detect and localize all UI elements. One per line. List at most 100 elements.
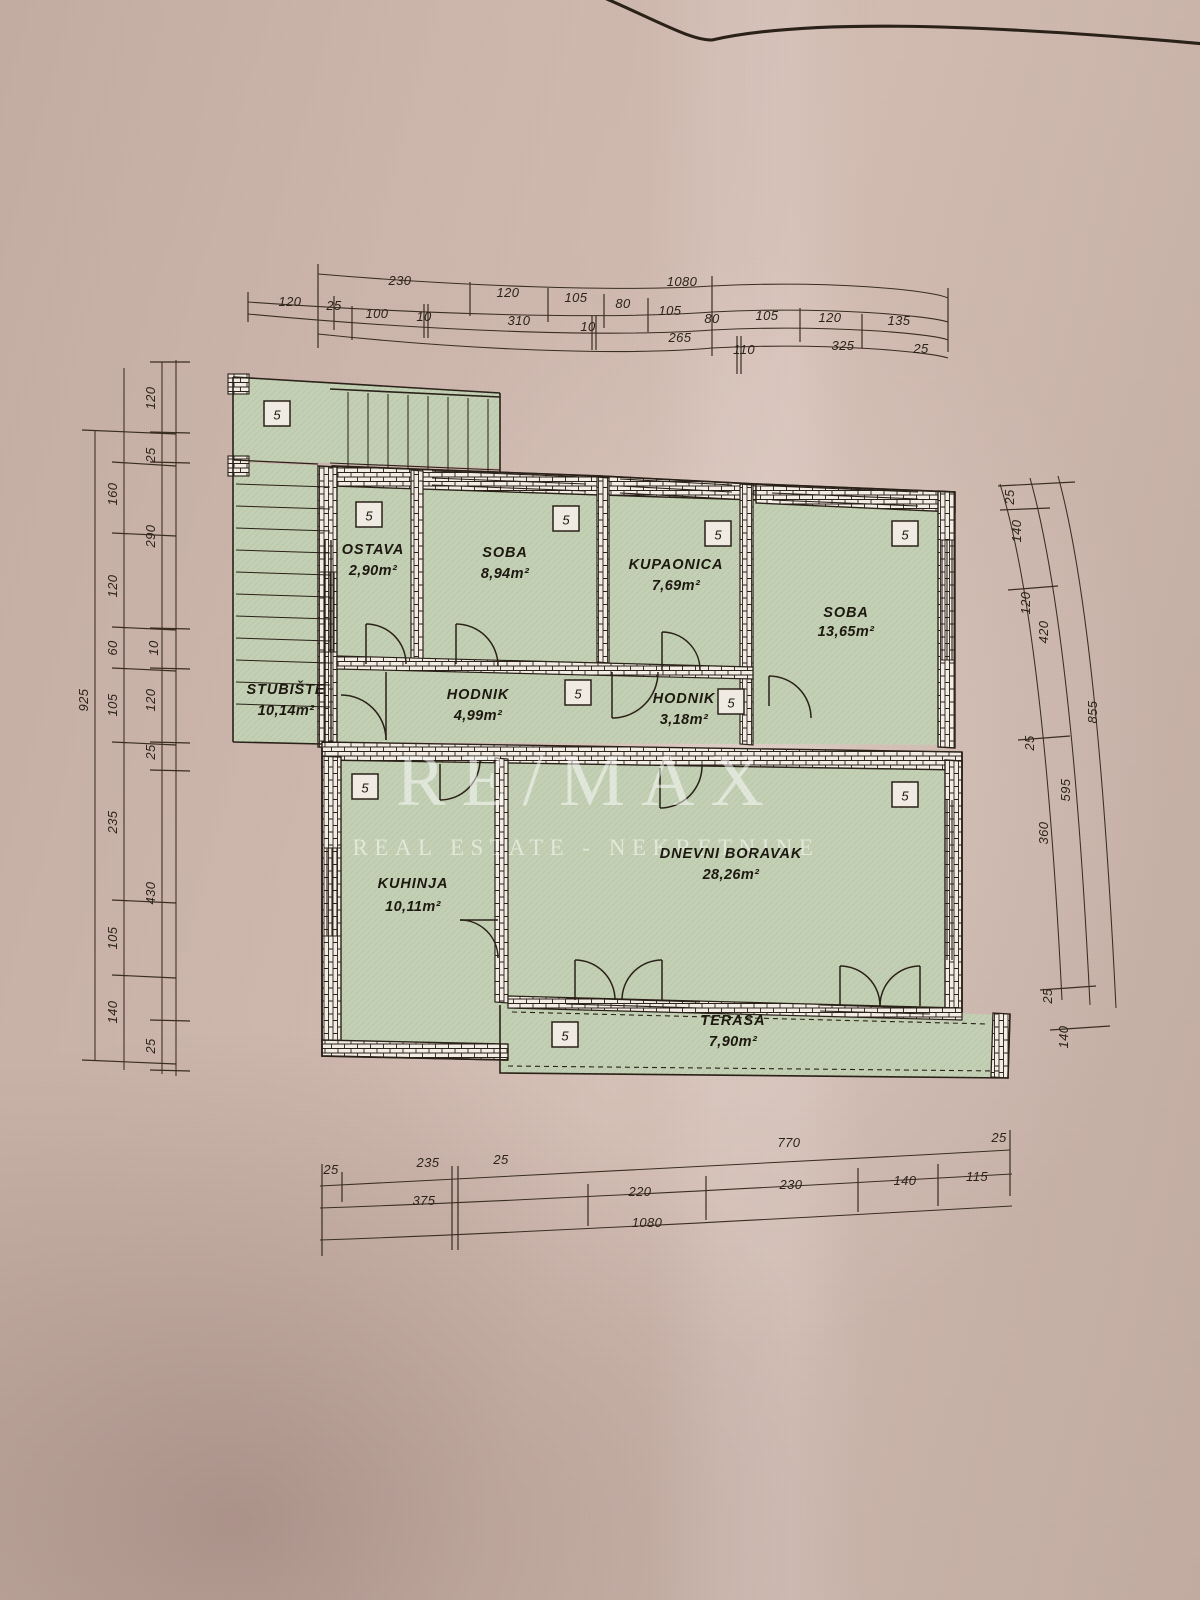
marker-label: 5 — [901, 528, 909, 543]
dimension-value: 80 — [704, 311, 720, 326]
room-area: 7,69m² — [652, 578, 701, 594]
dimension-value: 230 — [388, 273, 412, 288]
dimension-value: 310 — [508, 313, 531, 328]
marker-tag: 5 — [551, 1021, 579, 1048]
dimension-value: 110 — [733, 342, 755, 357]
marker-tag: 5 — [263, 400, 291, 427]
marker-label: 5 — [727, 696, 735, 711]
room-area: 4,99m² — [453, 708, 503, 724]
dimension-value: 105 — [756, 308, 779, 323]
marker-label: 5 — [561, 1029, 569, 1044]
dimension-value: 25 — [492, 1152, 509, 1167]
dimension-value: 230 — [779, 1177, 803, 1192]
room-name: OSTAVA — [342, 542, 405, 558]
room-label-hodnik-1: HODNIK 4,99m² — [447, 687, 510, 724]
dimension-lines-right — [997, 475, 1117, 1031]
dimension-value: 135 — [888, 313, 911, 328]
dimension-lines-left — [81, 360, 191, 1076]
dimension-value: 1080 — [667, 274, 698, 289]
watermark-brand: RE/MAX — [396, 740, 780, 822]
marker-box — [717, 688, 745, 715]
dimension-value: 25 — [1022, 735, 1037, 752]
room-label-terasa: TERASA 7,90m² — [700, 1013, 765, 1050]
room-area: 10,14m² — [258, 703, 316, 719]
dimension-value: 1080 — [632, 1215, 663, 1230]
dimension-value: 770 — [778, 1135, 801, 1150]
dimension-value: 595 — [1058, 778, 1073, 801]
marker-tag: 5 — [552, 505, 580, 532]
dimension-value: 25 — [325, 298, 342, 313]
room-name: SOBA — [823, 605, 869, 621]
marker-tag: 5 — [717, 688, 745, 715]
marker-box — [704, 520, 732, 547]
dimension-value: 160 — [105, 482, 120, 505]
dimension-value: 140 — [1056, 1025, 1071, 1048]
marker-box — [263, 400, 291, 427]
room-area: 8,94m² — [481, 566, 530, 582]
dimension-value: 25 — [1040, 988, 1055, 1005]
dimension-value: 25 — [143, 447, 158, 464]
room-area: 2,90m² — [348, 563, 398, 579]
room-labels: STUBIŠTE 10,14m² OSTAVA 2,90m² SOBA 8,94m² KUP… — [247, 542, 876, 1050]
marker-tag: 5 — [891, 781, 919, 808]
dimension-value: 25 — [143, 1038, 158, 1055]
room-label-hodnik-2: HODNIK 3,18m² — [653, 691, 716, 728]
dimension-value: 105 — [565, 290, 588, 305]
dimension-value: 120 — [105, 574, 120, 597]
room-area: 10,11m² — [385, 899, 442, 915]
dimension-value: 25 — [143, 744, 158, 761]
dimension-value: 10 — [146, 640, 161, 656]
marker-box — [551, 1021, 579, 1048]
marker-tag: 5 — [891, 520, 919, 547]
room-label-soba-1: SOBA 8,94m² — [481, 545, 530, 582]
dimension-value: 115 — [966, 1169, 988, 1184]
room-label-stubiste: STUBIŠTE 10,14m² — [247, 680, 326, 719]
marker-label: 5 — [901, 789, 909, 804]
dimension-value: 10 — [580, 319, 596, 334]
room-area: 3,18m² — [660, 712, 709, 728]
dimension-value: 25 — [990, 1130, 1007, 1145]
room-name: KUHINJA — [378, 876, 449, 892]
room-name: HODNIK — [653, 691, 716, 707]
dimension-value: 325 — [832, 338, 855, 353]
dimension-value: 140 — [894, 1173, 917, 1188]
dimension-value: 120 — [279, 294, 302, 309]
room-name: TERASA — [700, 1013, 765, 1029]
dimension-value: 360 — [1036, 821, 1051, 844]
marker-label: 5 — [714, 528, 722, 543]
room-name: STUBIŠTE — [247, 680, 326, 698]
door-symbols — [340, 623, 921, 1007]
dimension-value: 25 — [912, 341, 929, 356]
dimension-value: 430 — [143, 881, 158, 904]
marker-box — [351, 773, 379, 800]
room-area: 13,65m² — [818, 624, 876, 640]
marker-box — [891, 781, 919, 808]
dimension-value: 855 — [1085, 700, 1100, 723]
dimension-value: 120 — [497, 285, 520, 300]
dimension-value: 925 — [76, 688, 91, 711]
marker-tag: 5 — [704, 520, 732, 547]
dimension-value: 10 — [416, 309, 432, 324]
marker-label: 5 — [365, 509, 373, 524]
marker-box — [552, 505, 580, 532]
room-name: HODNIK — [447, 687, 510, 703]
room-label-soba-2: SOBA 13,65m² — [818, 605, 876, 640]
dimension-value: 120 — [819, 310, 842, 325]
marker-label: 5 — [562, 513, 570, 528]
room-area: 7,90m² — [709, 1034, 758, 1050]
dimension-value: 375 — [413, 1193, 436, 1208]
watermark: RE/MAX REAL ESTATE - NEKRETNINE — [353, 740, 813, 860]
dimension-value: 140 — [1009, 519, 1024, 542]
dimension-value: 60 — [105, 640, 120, 656]
dimension-value: 105 — [105, 926, 120, 949]
window-openings — [320, 470, 955, 1015]
room-name: SOBA — [482, 545, 528, 561]
dimension-value: 105 — [659, 303, 682, 318]
room-label-ostava: OSTAVA 2,90m² — [342, 542, 405, 579]
room-name: DNEVNI BORAVAK — [660, 846, 803, 862]
marker-tag: 5 — [351, 773, 379, 800]
dimension-value: 140 — [105, 1000, 120, 1023]
